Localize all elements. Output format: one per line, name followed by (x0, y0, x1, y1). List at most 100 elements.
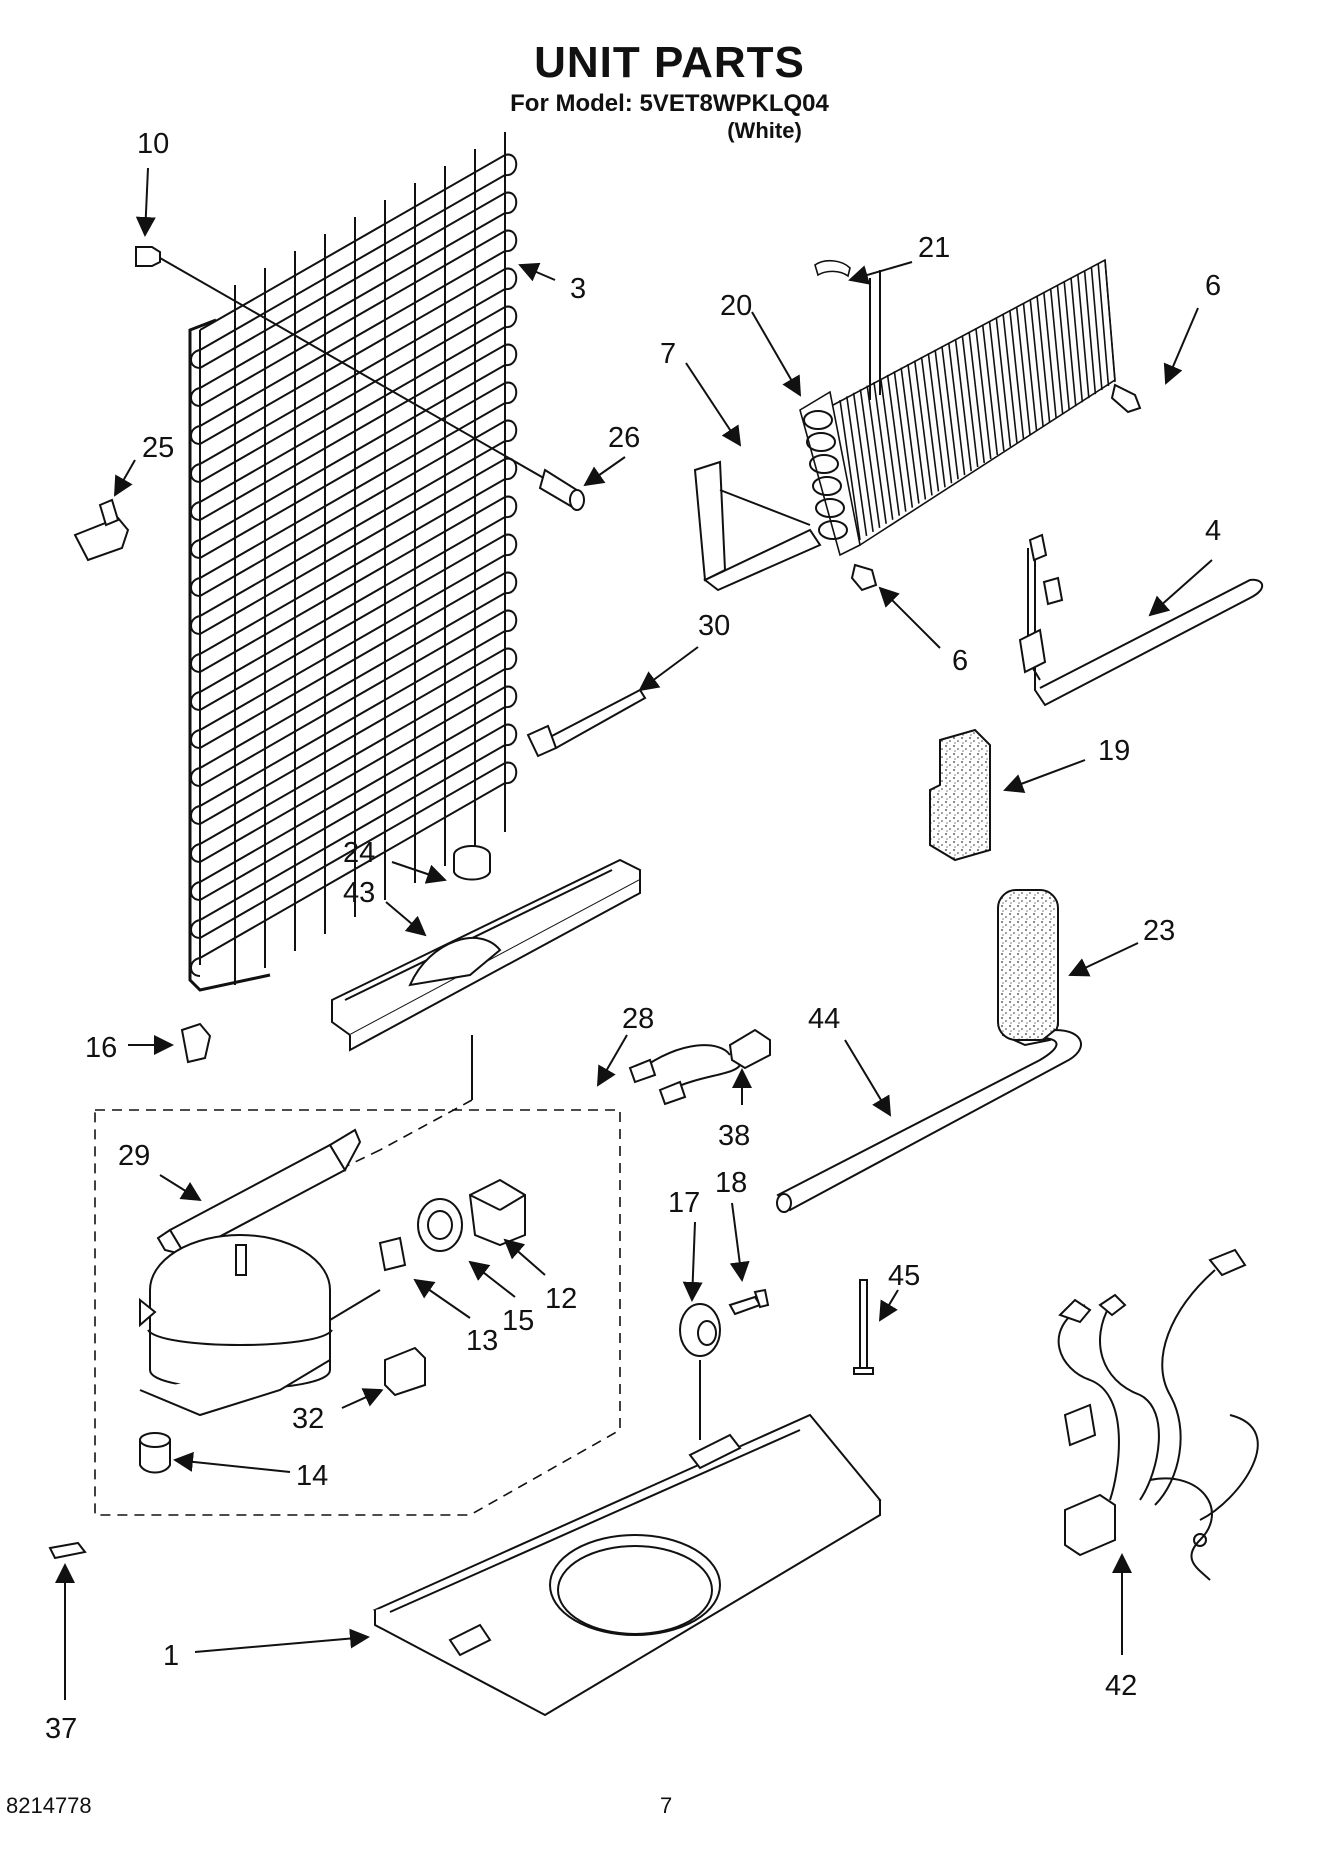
callout-29: 29 (118, 1140, 150, 1172)
evaporator-fin (975, 328, 992, 460)
evaporator-fin (1056, 285, 1071, 411)
evaporator-fin (866, 385, 887, 524)
bracket-part (73, 498, 130, 562)
evaporator-fin (1022, 302, 1038, 431)
evaporator-fin (1077, 274, 1090, 399)
callout-12: 12 (545, 1283, 577, 1315)
evaporator-fin (1002, 313, 1018, 443)
drain-pan-part (331, 858, 641, 1052)
roller-wheel-part (679, 1303, 721, 1357)
evaporator-fin (988, 320, 1005, 451)
callout-labels: 10 3 21 6 20 7 26 25 6 4 30 19 24 43 23 … (45, 128, 1221, 1745)
callout-44: 44 (808, 1003, 840, 1035)
callout-14: 14 (296, 1460, 328, 1492)
callout-45: 45 (888, 1260, 920, 1292)
evaporator-fin (941, 346, 959, 480)
evaporator-coil-loop (818, 520, 848, 540)
callout-1: 1 (163, 1640, 179, 1672)
evaporator-fin (927, 353, 946, 488)
compressor-part (139, 1234, 381, 1417)
callout-38: 38 (718, 1120, 750, 1152)
evaporator-fin (1104, 259, 1116, 383)
tie-strap-part (526, 688, 647, 758)
callout-24: 24 (343, 837, 375, 869)
base-pan-part (372, 1413, 882, 1717)
defrost-heater-part (1018, 533, 1263, 707)
main-harness-part (1057, 1248, 1259, 1581)
page-number: 7 (660, 1793, 673, 1818)
clip-part (180, 1022, 212, 1064)
start-relay-part (468, 1178, 526, 1247)
callout-4: 4 (1205, 515, 1221, 547)
callout-28: 28 (622, 1003, 654, 1035)
callout-23: 23 (1143, 915, 1175, 947)
callout-21: 21 (918, 232, 950, 264)
small-clip-part (48, 1541, 87, 1560)
callout-arrows (55, 167, 1213, 1700)
color-variant: (White) (727, 118, 802, 143)
evaporator-fin (907, 364, 927, 500)
callout-30: 30 (698, 610, 730, 642)
evaporator-fin (1090, 267, 1103, 391)
callout-7: 7 (660, 338, 676, 370)
callout-32: 32 (292, 1403, 324, 1435)
callout-16: 16 (85, 1032, 117, 1064)
evaporator-fin (846, 396, 868, 537)
callout-25: 25 (142, 432, 174, 464)
evaporator-part (799, 258, 1116, 557)
condenser-coil-part (188, 132, 518, 992)
evaporator-fin (1029, 299, 1044, 427)
compressor-grommet-part (139, 1432, 171, 1474)
bolt-part (728, 1288, 770, 1316)
callout-18: 18 (715, 1167, 747, 1199)
evaporator-fin (934, 349, 953, 484)
foam-block-part (929, 728, 991, 862)
document-number: 8214778 (6, 1793, 92, 1818)
evaporator-fin (1015, 306, 1031, 435)
callout-26: 26 (608, 422, 640, 454)
evaporator-fin (920, 356, 940, 492)
evaporator-fin (913, 360, 933, 496)
evaporator-fin (961, 335, 979, 468)
evaporator-fin (1070, 277, 1084, 403)
callout-15: 15 (502, 1305, 534, 1337)
evaporator-fin (900, 367, 920, 504)
evaporator-fin (839, 399, 861, 541)
evaporator-fin (947, 342, 966, 476)
grommet-part (453, 845, 491, 881)
evaporator-fin (859, 389, 881, 528)
screw-part (850, 383, 1142, 592)
overload-part (378, 1236, 407, 1272)
page-title: UNIT PARTS (534, 38, 805, 87)
evaporator-fin (1009, 310, 1025, 439)
evaporator-fin (1043, 292, 1057, 419)
callout-13: 13 (466, 1325, 498, 1357)
evaporator-fin (852, 392, 874, 533)
screw-part (135, 246, 576, 497)
evaporator-coil-loop (812, 476, 842, 496)
evaporator-fin (981, 324, 999, 456)
thermal-protector-part (417, 1198, 463, 1252)
callout-43: 43 (343, 877, 375, 909)
callout-20: 20 (720, 290, 752, 322)
callout-37: 37 (45, 1713, 77, 1745)
evaporator-fin (886, 374, 907, 512)
model-subtitle: For Model: 5VET8WPKLQ04 (510, 90, 829, 117)
evaporator-fin (879, 378, 901, 516)
callout-10: 10 (137, 128, 169, 160)
foam-block-part (997, 889, 1059, 1047)
evaporator-fin (873, 381, 894, 520)
sleeve-part (538, 468, 585, 511)
drain-tube-part (776, 1028, 1082, 1213)
callout-19: 19 (1098, 735, 1130, 767)
evaporator-coil-loop (803, 410, 833, 430)
evaporator-fin (954, 338, 972, 472)
evaporator-fin (1063, 281, 1077, 407)
wire-harness-part (628, 1028, 771, 1106)
capacitor-part (384, 1346, 426, 1397)
evaporator-coil-loop (815, 498, 845, 518)
evaporator-fin (1036, 295, 1051, 423)
evaporator-coil-loop (806, 432, 836, 452)
callout-17: 17 (668, 1187, 700, 1219)
